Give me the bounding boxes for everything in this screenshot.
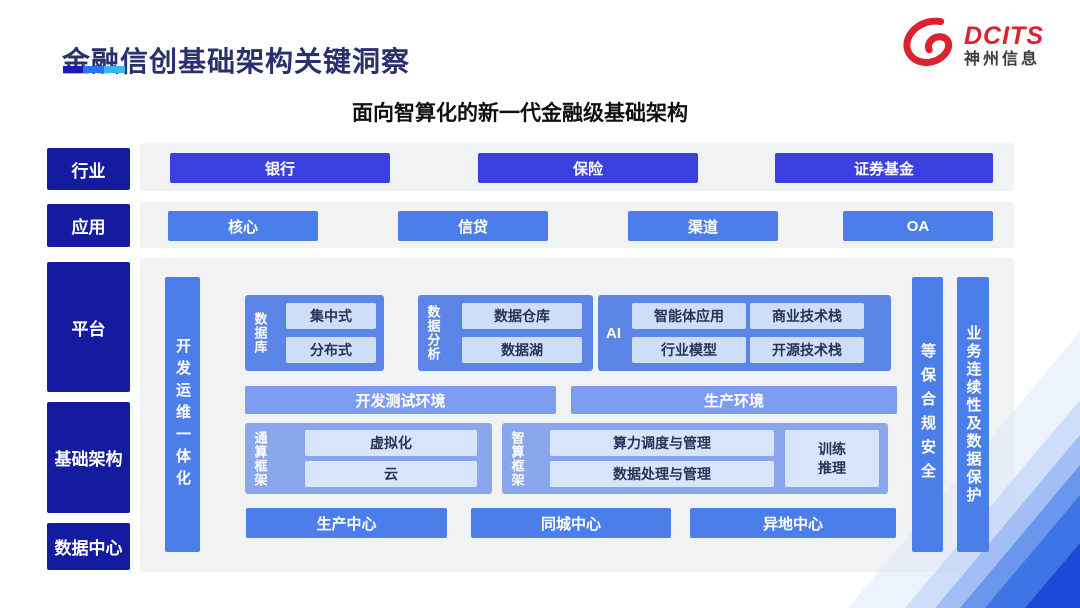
analytics-item-lake: 数据湖 xyxy=(462,337,582,363)
ai-item-industry-models: 行业模型 xyxy=(632,337,746,363)
ai-item-open-source-stack: 开源技术栈 xyxy=(750,337,864,363)
security-compliance-vertical-bar: 等保合规安全 xyxy=(912,277,943,552)
dev-test-environment-bar: 开发测试环境 xyxy=(245,386,556,414)
logo-company-text: 神州信息 xyxy=(964,50,1041,68)
general-framework-label: 通算框架 xyxy=(252,430,268,487)
company-logo: DCITS 神州信息 xyxy=(901,17,1044,74)
app-item-oa: OA xyxy=(843,211,993,241)
general-item-cloud: 云 xyxy=(305,461,477,487)
accent-segment-mid xyxy=(83,66,104,73)
side-label-application: 应用 xyxy=(47,204,130,247)
side-label-infrastructure: 基础架构 xyxy=(47,402,130,513)
production-environment-bar: 生产环境 xyxy=(571,386,897,414)
intelligent-framework-label: 智算框架 xyxy=(509,430,525,487)
side-label-industry: 行业 xyxy=(47,148,130,190)
ai-section-label: AI xyxy=(606,324,621,342)
app-item-core: 核心 xyxy=(168,211,318,241)
app-item-channel: 渠道 xyxy=(628,211,778,241)
database-item-centralized: 集中式 xyxy=(286,303,376,329)
industry-item-bank: 银行 xyxy=(170,153,390,183)
center-remote: 异地中心 xyxy=(690,508,896,538)
side-label-datacenter: 数据中心 xyxy=(47,523,130,570)
intelligent-computing-framework-section: 智算框架 算力调度与管理 数据处理与管理 训练 推理 xyxy=(502,423,888,494)
ai-item-commercial-stack: 商业技术栈 xyxy=(750,303,864,329)
database-section-label: 数据库 xyxy=(252,312,268,354)
analytics-item-warehouse: 数据仓库 xyxy=(462,303,582,329)
general-computing-framework-section: 通算框架 虚拟化 云 xyxy=(245,423,492,494)
diagram-title: 面向智算化的新一代金融级基础架构 xyxy=(352,102,688,125)
ai-section: AI 智能体应用 商业技术栈 行业模型 开源技术栈 xyxy=(598,295,891,371)
database-item-distributed: 分布式 xyxy=(286,337,376,363)
accent-segment-dark xyxy=(63,66,83,73)
devops-vertical-bar: 开发运维一体化 xyxy=(165,277,200,552)
analytics-section: 数据分析 数据仓库 数据湖 xyxy=(418,295,593,371)
database-section: 数据库 集中式 分布式 xyxy=(245,295,384,371)
app-item-credit: 信贷 xyxy=(398,211,548,241)
center-same-city: 同城中心 xyxy=(471,508,671,538)
center-production: 生产中心 xyxy=(246,508,447,538)
intelligent-item-training-inference: 训练 推理 xyxy=(785,430,879,487)
side-label-platform: 平台 xyxy=(47,262,130,392)
title-accent-bar xyxy=(63,66,125,73)
industry-item-insurance: 保险 xyxy=(478,153,698,183)
analytics-section-label: 数据分析 xyxy=(425,305,441,361)
industry-item-securities-funds: 证券基金 xyxy=(775,153,993,183)
swirl-logo-icon xyxy=(901,17,957,74)
page-title: 金融信创基础架构关键洞察 xyxy=(62,45,411,77)
intelligent-item-compute-scheduling: 算力调度与管理 xyxy=(550,430,774,456)
intelligent-item-data-processing: 数据处理与管理 xyxy=(550,461,774,487)
logo-brand-text: DCITS xyxy=(964,21,1044,50)
ai-item-agent-apps: 智能体应用 xyxy=(632,303,746,329)
general-item-virtualization: 虚拟化 xyxy=(305,430,477,456)
business-continuity-vertical-bar: 业务连续性及数据保护 xyxy=(957,277,989,552)
accent-segment-cyan xyxy=(104,66,125,73)
